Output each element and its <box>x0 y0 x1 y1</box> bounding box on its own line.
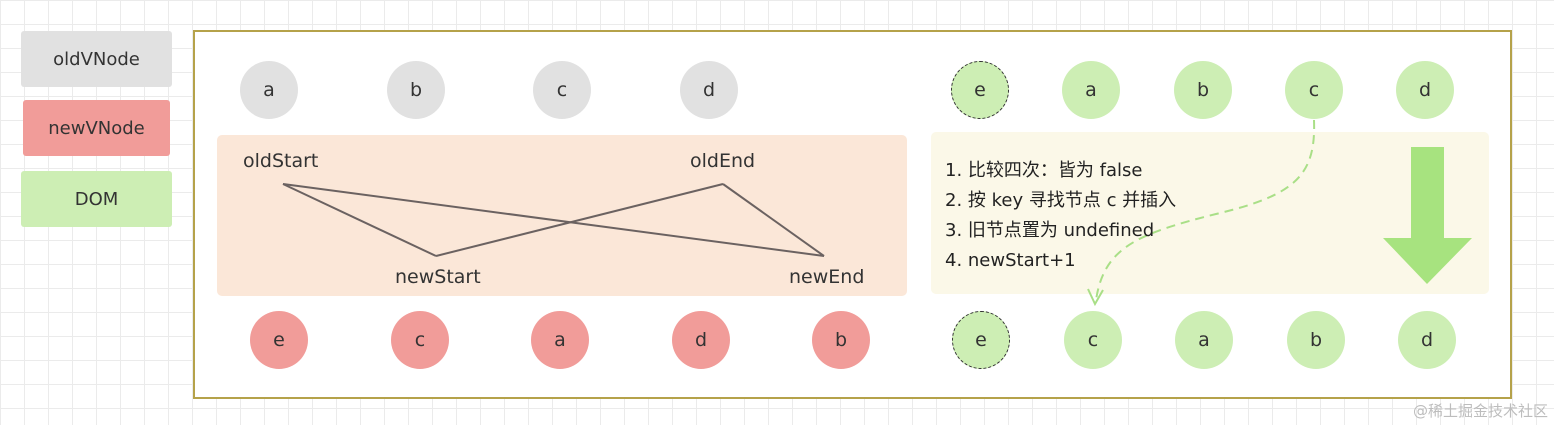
old-end-label: oldEnd <box>690 150 756 172</box>
legend-dom: DOM <box>21 171 172 227</box>
new-vnode: d <box>672 311 730 369</box>
dom-node: b <box>1174 61 1232 119</box>
step-item: 2. 按 key 寻找节点 c 并插入 <box>945 190 1177 211</box>
step-item: 3. 旧节点置为 undefined <box>945 220 1155 241</box>
new-vnode: a <box>531 311 589 369</box>
watermark: @稀土掘金技术社区 <box>1412 402 1548 420</box>
new-vnode: e <box>250 311 308 369</box>
new-end-label: newEnd <box>789 266 865 288</box>
old-vnode: d <box>680 61 738 119</box>
old-start-label: oldStart <box>243 150 319 172</box>
dom-node: a <box>1062 61 1120 119</box>
dom-node: d <box>1396 61 1454 119</box>
old-vnode: b <box>387 61 445 119</box>
dom-node: c <box>1285 61 1343 119</box>
dom-node: b <box>1287 311 1345 369</box>
dom-node: a <box>1175 311 1233 369</box>
dom-node: d <box>1398 311 1456 369</box>
new-start-label: newStart <box>395 266 481 288</box>
old-vnode: a <box>240 61 298 119</box>
steps-list: 1. 比较四次：皆为 false 2. 按 key 寻找节点 c 并插入 3. … <box>945 156 1176 276</box>
legend-oldvnode: oldVNode <box>21 31 172 87</box>
step-item: 1. 比较四次：皆为 false <box>945 160 1143 181</box>
dom-node-inserted: e <box>952 311 1010 369</box>
step-item: 4. newStart+1 <box>945 250 1076 271</box>
new-vnode: c <box>391 311 449 369</box>
new-vnode: b <box>812 311 870 369</box>
legend-newvnode: newVNode <box>23 100 170 156</box>
old-vnode: c <box>533 61 591 119</box>
dom-node-moved: c <box>1064 311 1122 369</box>
dom-node-inserted: e <box>951 61 1009 119</box>
